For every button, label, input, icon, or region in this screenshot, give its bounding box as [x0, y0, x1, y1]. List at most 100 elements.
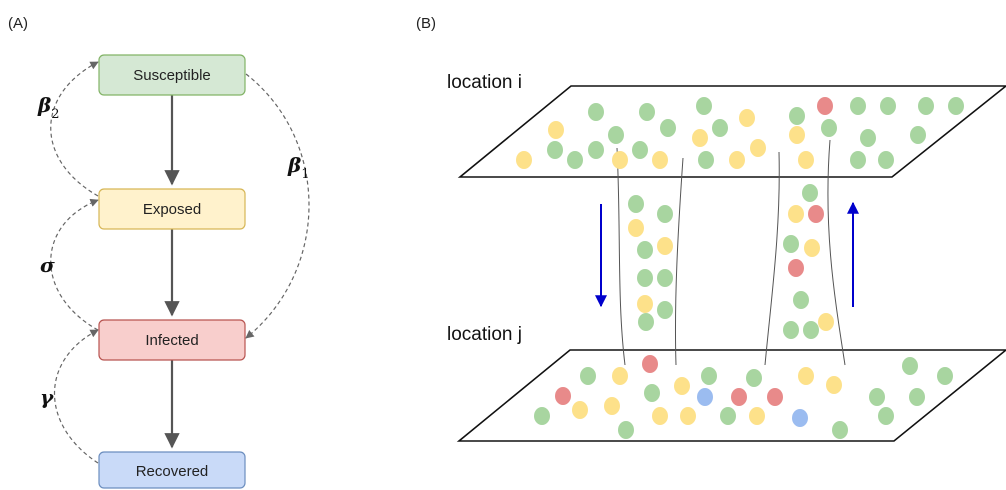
individual-green-10	[660, 119, 676, 137]
individual-green-35	[637, 241, 653, 259]
tube-up-right-line	[827, 139, 846, 366]
individual-green-20	[547, 141, 563, 159]
panel-b-label: (B)	[416, 15, 436, 32]
individual-blue-64	[697, 388, 713, 406]
individual-yellow-54	[612, 367, 628, 385]
individual-green-49	[783, 321, 799, 339]
individual-red-66	[767, 388, 783, 406]
individual-green-78	[618, 421, 634, 439]
individual-yellow-70	[572, 401, 588, 419]
individual-green-31	[878, 151, 894, 169]
individual-yellow-8	[548, 121, 564, 139]
dashed-arrow-sigma	[50, 198, 99, 331]
individual-red-52	[642, 355, 658, 373]
state-susceptible: Susceptible	[98, 54, 246, 96]
individual-green-58	[746, 369, 762, 387]
individual-yellow-13	[739, 109, 755, 127]
individual-green-6	[918, 97, 934, 115]
individual-yellow-11	[692, 129, 708, 147]
individual-yellow-56	[674, 377, 690, 395]
individual-green-32	[628, 195, 644, 213]
individual-yellow-29	[798, 151, 814, 169]
individual-red-3	[817, 97, 833, 115]
individual-yellow-34	[628, 219, 644, 237]
individual-green-57	[701, 367, 717, 385]
individual-green-1	[639, 103, 655, 121]
individual-green-21	[567, 151, 583, 169]
individual-green-40	[657, 301, 673, 319]
location-i-label: location i	[447, 72, 522, 93]
individual-green-18	[910, 126, 926, 144]
individual-yellow-36	[657, 237, 673, 255]
individual-yellow-19	[516, 151, 532, 169]
individual-yellow-71	[604, 397, 620, 415]
individual-green-26	[698, 151, 714, 169]
individual-yellow-43	[788, 205, 804, 223]
plane-location-j	[456, 349, 1006, 442]
individual-green-22	[588, 141, 604, 159]
individual-yellow-60	[826, 376, 842, 394]
state-infected: Infected	[98, 319, 246, 361]
individual-green-7	[948, 97, 964, 115]
individual-green-45	[783, 235, 799, 253]
individual-yellow-28	[750, 139, 766, 157]
state-exposed: Exposed	[98, 188, 246, 230]
state-recovered: Recovered	[98, 451, 246, 489]
individual-green-55	[644, 384, 660, 402]
rate-sigma: σ	[40, 253, 55, 277]
tube-up-left-line	[764, 151, 780, 366]
individual-yellow-72	[652, 407, 668, 425]
individual-blue-76	[792, 409, 808, 427]
individual-green-4	[850, 97, 866, 115]
individual-green-15	[789, 107, 805, 125]
tube-down-left-line	[616, 147, 626, 366]
state-recovered-label: Recovered	[136, 463, 209, 480]
individual-green-41	[638, 313, 654, 331]
state-susceptible-label: Susceptible	[133, 67, 211, 84]
individual-yellow-27	[729, 151, 745, 169]
individual-green-67	[869, 388, 885, 406]
individual-green-50	[803, 321, 819, 339]
individual-yellow-51	[818, 313, 834, 331]
individual-green-79	[832, 421, 848, 439]
individuals	[516, 97, 964, 439]
individual-green-68	[909, 388, 925, 406]
individual-yellow-46	[804, 239, 820, 257]
individual-red-44	[808, 205, 824, 223]
individual-green-2	[696, 97, 712, 115]
dashed-arrow-gamma	[54, 329, 99, 464]
individual-yellow-25	[652, 151, 668, 169]
individual-yellow-73	[680, 407, 696, 425]
rate-beta2: β2	[37, 93, 60, 122]
individual-green-17	[860, 129, 876, 147]
dashed-arrow-beta1	[245, 73, 310, 339]
individual-yellow-14	[789, 126, 805, 144]
individual-red-63	[555, 387, 571, 405]
individual-green-37	[637, 269, 653, 287]
individual-red-65	[731, 388, 747, 406]
flow-tubes	[616, 139, 846, 366]
individual-yellow-23	[612, 151, 628, 169]
individual-green-42	[802, 184, 818, 202]
location-j-label: location j	[447, 324, 522, 345]
dashed-arrow-beta2	[50, 61, 99, 197]
state-infected-label: Infected	[145, 332, 198, 349]
individual-green-53	[580, 367, 596, 385]
individual-green-38	[657, 269, 673, 287]
tube-down-right-line	[674, 157, 684, 366]
individual-green-48	[793, 291, 809, 309]
individual-green-74	[720, 407, 736, 425]
individual-green-0	[588, 103, 604, 121]
individual-green-62	[937, 367, 953, 385]
state-exposed-label: Exposed	[143, 201, 201, 218]
panel-a-label: (A)	[8, 15, 28, 32]
individual-green-77	[878, 407, 894, 425]
individual-green-12	[712, 119, 728, 137]
individual-green-61	[902, 357, 918, 375]
individual-green-24	[632, 141, 648, 159]
panel-a: (A) Susceptible Exposed Infected Recover…	[8, 15, 310, 489]
individual-yellow-39	[637, 295, 653, 313]
individual-yellow-75	[749, 407, 765, 425]
individual-yellow-59	[798, 367, 814, 385]
